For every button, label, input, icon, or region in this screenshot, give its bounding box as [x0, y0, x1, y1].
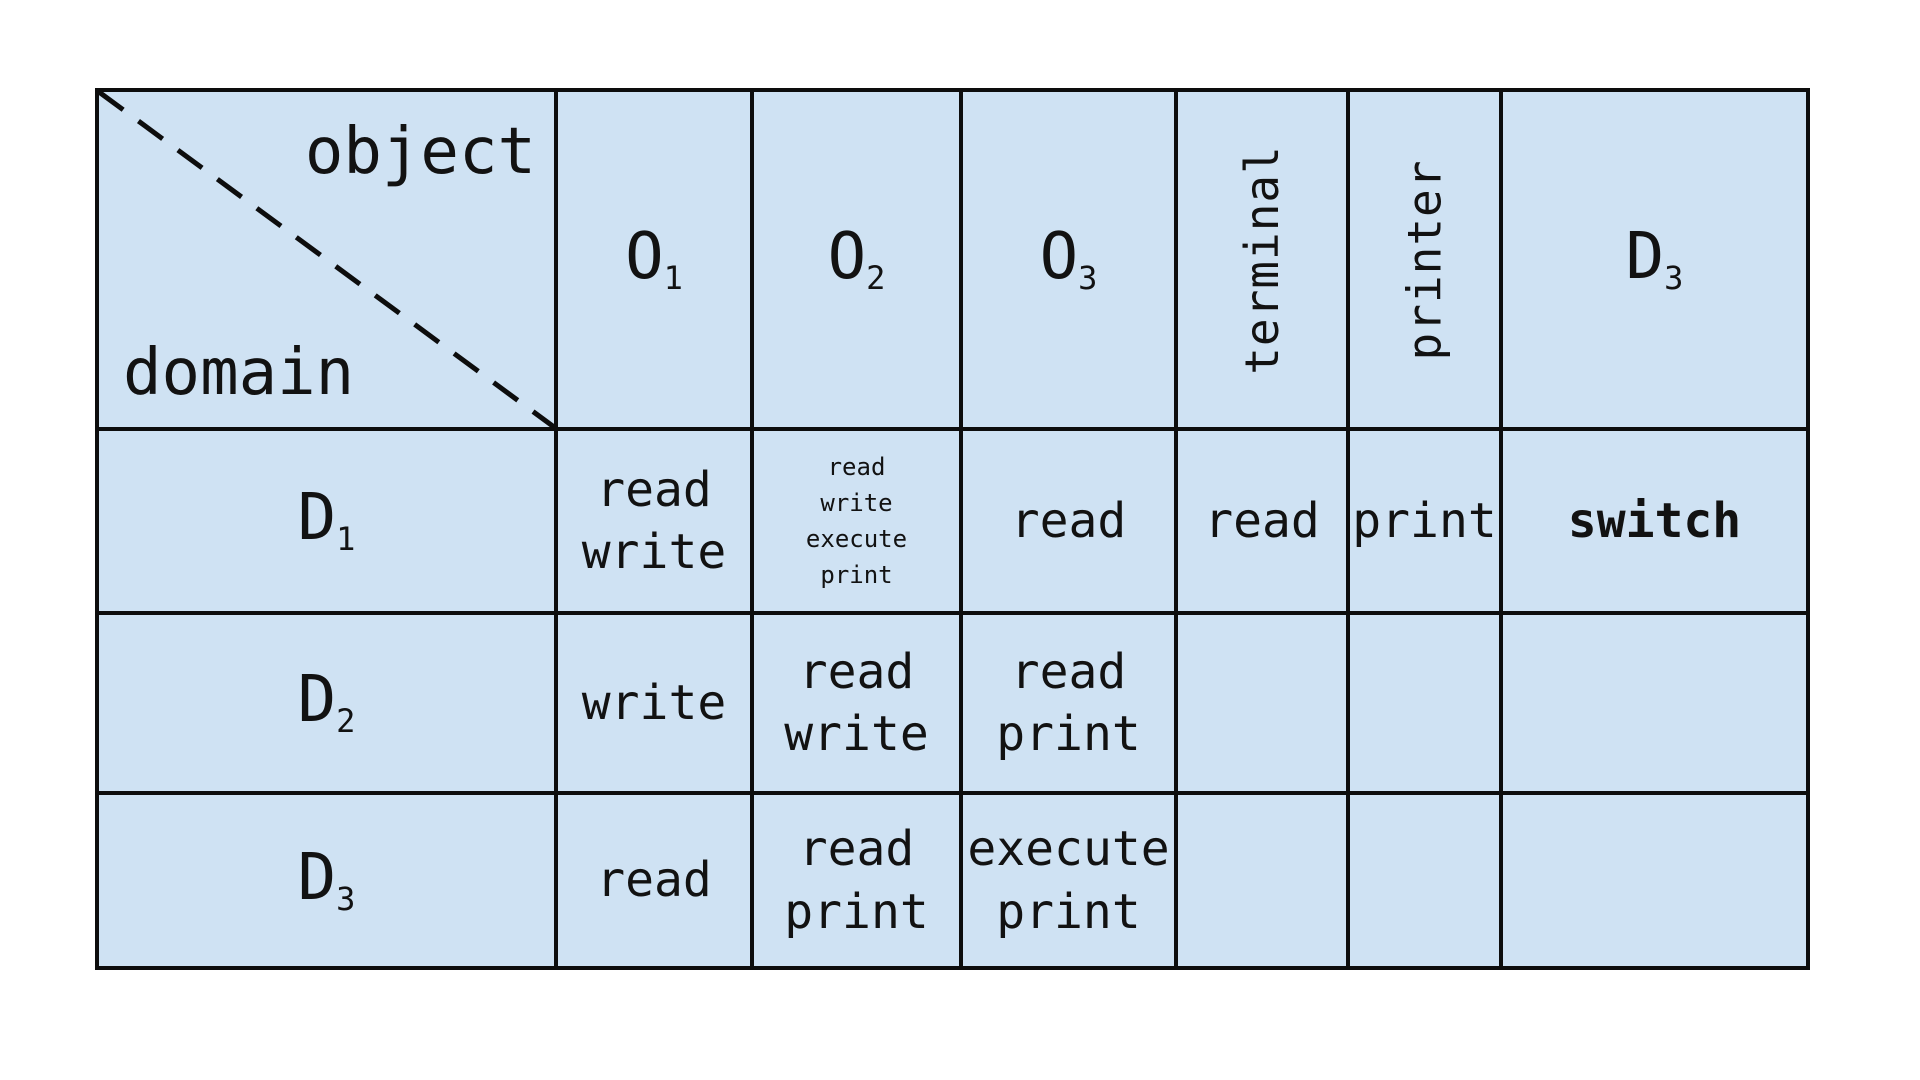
access-matrix-table: object domain O1 O2 O3 terminal printer …	[95, 88, 1810, 970]
row-header-d3-label: D3	[297, 840, 356, 919]
column-header-d3: D3	[1503, 92, 1806, 427]
corner-header-cell: object domain	[99, 92, 554, 427]
row-header-d2-label: D2	[297, 663, 356, 741]
cell-d1-terminal: read	[1178, 431, 1346, 611]
object-axis-label: object	[304, 115, 536, 189]
cell-d3-o2: read print	[754, 795, 959, 966]
column-header-terminal-label: terminal	[1235, 144, 1289, 375]
cell-d1-o1: read write	[558, 431, 750, 611]
column-header-printer-label: printer	[1397, 159, 1452, 360]
cell-d3-terminal	[1178, 795, 1346, 966]
cell-d3-o3: execute print	[963, 795, 1174, 966]
column-header-o2-label: O2	[827, 219, 886, 298]
column-header-o1-label: O1	[625, 219, 683, 298]
column-header-printer: printer	[1350, 92, 1499, 427]
cell-d2-printer	[1350, 615, 1499, 791]
domain-axis-label: domain	[123, 336, 355, 410]
row-header-d1: D1	[99, 431, 554, 611]
cell-d3-d3	[1503, 795, 1806, 966]
cell-d3-printer	[1350, 795, 1499, 966]
cell-d2-o3: read print	[963, 615, 1174, 791]
diagonal-divider-line	[99, 92, 554, 427]
cell-d1-printer: print	[1350, 431, 1499, 611]
cell-d2-terminal	[1178, 615, 1346, 791]
cell-d1-o2: read write execute print	[754, 431, 959, 611]
column-header-o1: O1	[558, 92, 750, 427]
column-header-terminal: terminal	[1178, 92, 1346, 427]
cell-d2-d3	[1503, 615, 1806, 791]
cell-d1-o3: read	[963, 431, 1174, 611]
row-header-d3: D3	[99, 795, 554, 966]
column-header-o2: O2	[754, 92, 959, 427]
cell-d1-d3-switch: switch	[1503, 431, 1806, 611]
column-header-o3: O3	[963, 92, 1174, 427]
column-header-d3-label: D3	[1625, 219, 1684, 298]
cell-d3-o1: read	[558, 795, 750, 966]
column-header-o3-label: O3	[1039, 219, 1098, 298]
row-header-d1-label: D1	[297, 481, 356, 559]
cell-d2-o1: write	[558, 615, 750, 791]
row-header-d2: D2	[99, 615, 554, 791]
cell-d2-o2: read write	[754, 615, 959, 791]
